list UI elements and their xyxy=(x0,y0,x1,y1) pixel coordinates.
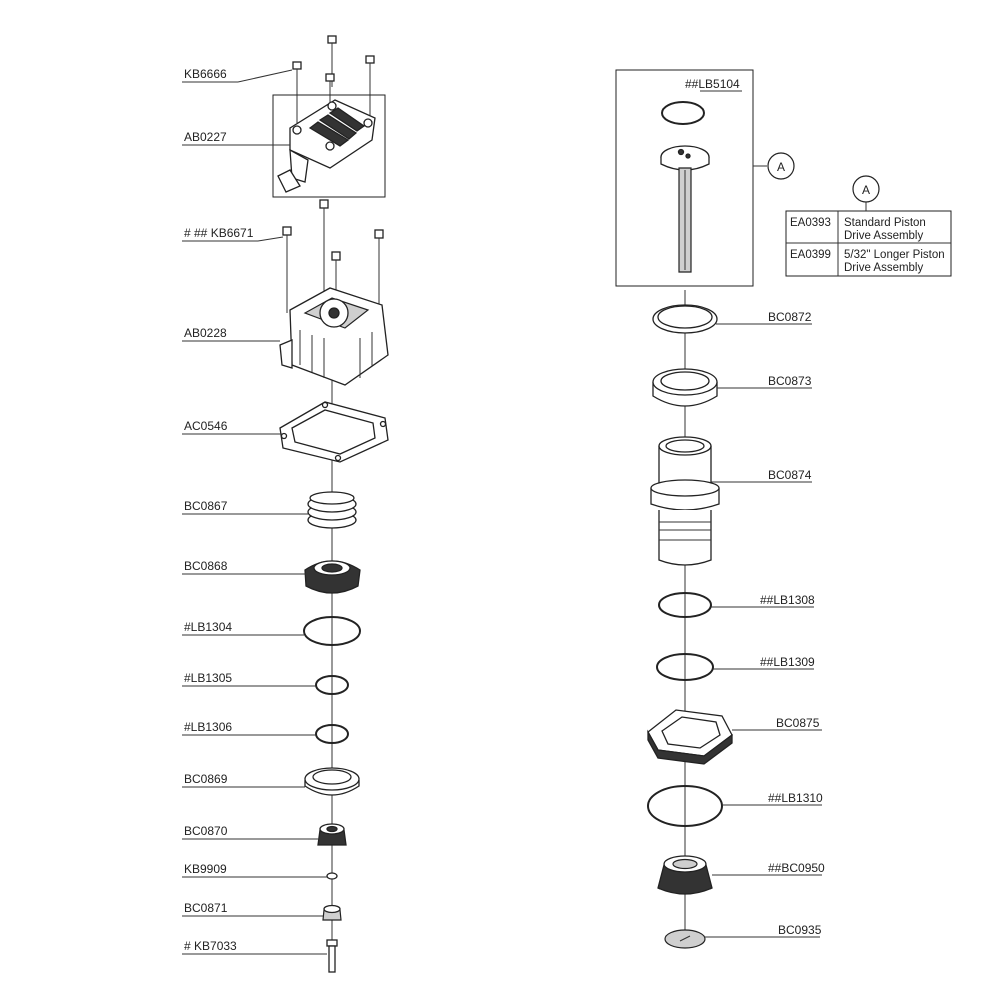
part-piston-drive xyxy=(660,145,710,273)
part-bc0875 xyxy=(647,709,733,765)
part-bc0867 xyxy=(307,491,357,529)
label-lb1306: #LB1306 xyxy=(184,720,232,734)
right-leader-lines xyxy=(700,90,822,938)
part-bc0873 xyxy=(652,368,718,407)
ab0227-box xyxy=(272,94,386,198)
label-lb1308: ##LB1308 xyxy=(760,593,815,607)
label-bc0868: BC0868 xyxy=(184,559,228,573)
label-bc0871: BC0871 xyxy=(184,901,228,915)
part-lb1308-oring xyxy=(658,592,712,618)
label-kb9909: KB9909 xyxy=(184,862,227,876)
part-lb1305-oring xyxy=(315,675,349,695)
row1-code: EA0393 xyxy=(790,217,831,229)
label-bc0874: BC0874 xyxy=(768,468,812,482)
part-lb1309-oring xyxy=(656,653,714,681)
part-ab0228-cylinder-head xyxy=(279,287,389,386)
part-ac0546-gasket xyxy=(279,401,389,463)
label-lb5104: ##LB5104 xyxy=(685,77,740,91)
callout-a-circle xyxy=(767,152,795,180)
label-kb7033: # KB7033 xyxy=(184,939,237,953)
row2-desc1: 5/32" Longer Piston xyxy=(844,249,945,261)
label-lb1309: ##LB1309 xyxy=(760,655,815,669)
label-kb6671: # ## KB6671 xyxy=(184,226,254,240)
label-bc0873: BC0873 xyxy=(768,374,812,388)
label-ab0228: AB0228 xyxy=(184,326,227,340)
part-bc0872 xyxy=(652,304,718,334)
table-header-letter: A xyxy=(862,183,870,197)
label-bc0935: BC0935 xyxy=(778,923,822,937)
row2-code: EA0399 xyxy=(790,249,831,261)
label-lb1304: #LB1304 xyxy=(184,620,232,634)
part-bc0868 xyxy=(304,560,361,594)
part-bc0935-cap xyxy=(664,929,706,949)
left-leader-lines xyxy=(182,69,327,955)
part-bc0874-cylinder xyxy=(650,436,720,566)
row1-desc2: Drive Assembly xyxy=(844,230,923,242)
variant-table: EA0393 Standard Piston Drive Assembly EA… xyxy=(785,210,952,277)
part-kb9909-washer xyxy=(326,872,338,880)
part-bc0870 xyxy=(317,823,347,846)
label-bc0950: ##BC0950 xyxy=(768,861,825,875)
part-bc0950 xyxy=(657,855,713,895)
part-kb6671-screws xyxy=(282,199,384,326)
part-kb7033-bolt xyxy=(326,939,338,973)
label-bc0875: BC0875 xyxy=(776,716,820,730)
label-bc0867: BC0867 xyxy=(184,499,228,513)
callout-a-letter: A xyxy=(777,160,785,174)
part-bc0871 xyxy=(322,904,342,921)
piston-assembly-box xyxy=(615,69,754,287)
label-kb6666: KB6666 xyxy=(184,67,227,81)
part-lb1304-oring xyxy=(303,616,361,646)
row1-desc1: Standard Piston xyxy=(844,217,926,229)
label-lb1305: #LB1305 xyxy=(184,671,232,685)
label-ab0227: AB0227 xyxy=(184,130,227,144)
label-bc0870: BC0870 xyxy=(184,824,228,838)
part-lb1310-oring xyxy=(647,785,723,827)
part-lb5104-oring xyxy=(661,101,705,125)
part-ab0227-top-cap xyxy=(277,99,376,193)
label-bc0869: BC0869 xyxy=(184,772,228,786)
label-bc0872: BC0872 xyxy=(768,310,812,324)
label-lb1310: ##LB1310 xyxy=(768,791,823,805)
part-bc0869 xyxy=(304,767,360,796)
row2-desc2: Drive Assembly xyxy=(844,262,923,274)
part-lb1306-oring xyxy=(315,724,349,744)
label-ac0546: AC0546 xyxy=(184,419,228,433)
